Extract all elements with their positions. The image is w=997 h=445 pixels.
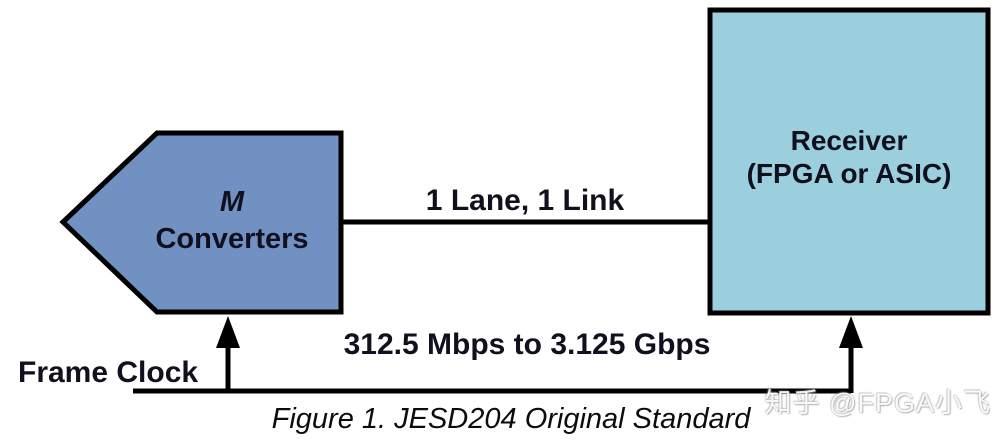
receiver-label-line2: (FPGA or ASIC) xyxy=(746,158,952,189)
data-rate-label: 312.5 Mbps to 3.125 Gbps xyxy=(343,328,711,361)
figure-caption: Figure 1. JESD204 Original Standard xyxy=(271,403,751,435)
lane-link-label: 1 Lane, 1 Link xyxy=(425,184,625,217)
converters-label-line2: Converters xyxy=(155,223,309,255)
right-arrow-head xyxy=(839,316,863,348)
converters-shape xyxy=(59,130,344,315)
receiver-label-line1: Receiver xyxy=(790,125,908,156)
receiver-shape xyxy=(707,7,991,316)
converters-label-line1: M xyxy=(219,186,245,218)
frame-clock-label: Frame Clock xyxy=(18,356,199,389)
receiver-label: Receiver (FPGA or ASIC) xyxy=(710,124,988,190)
watermark: 知乎 @FPGA小飞 xyxy=(764,388,991,418)
converters-label: M Converters xyxy=(132,184,332,258)
left-arrow-head xyxy=(216,316,240,348)
